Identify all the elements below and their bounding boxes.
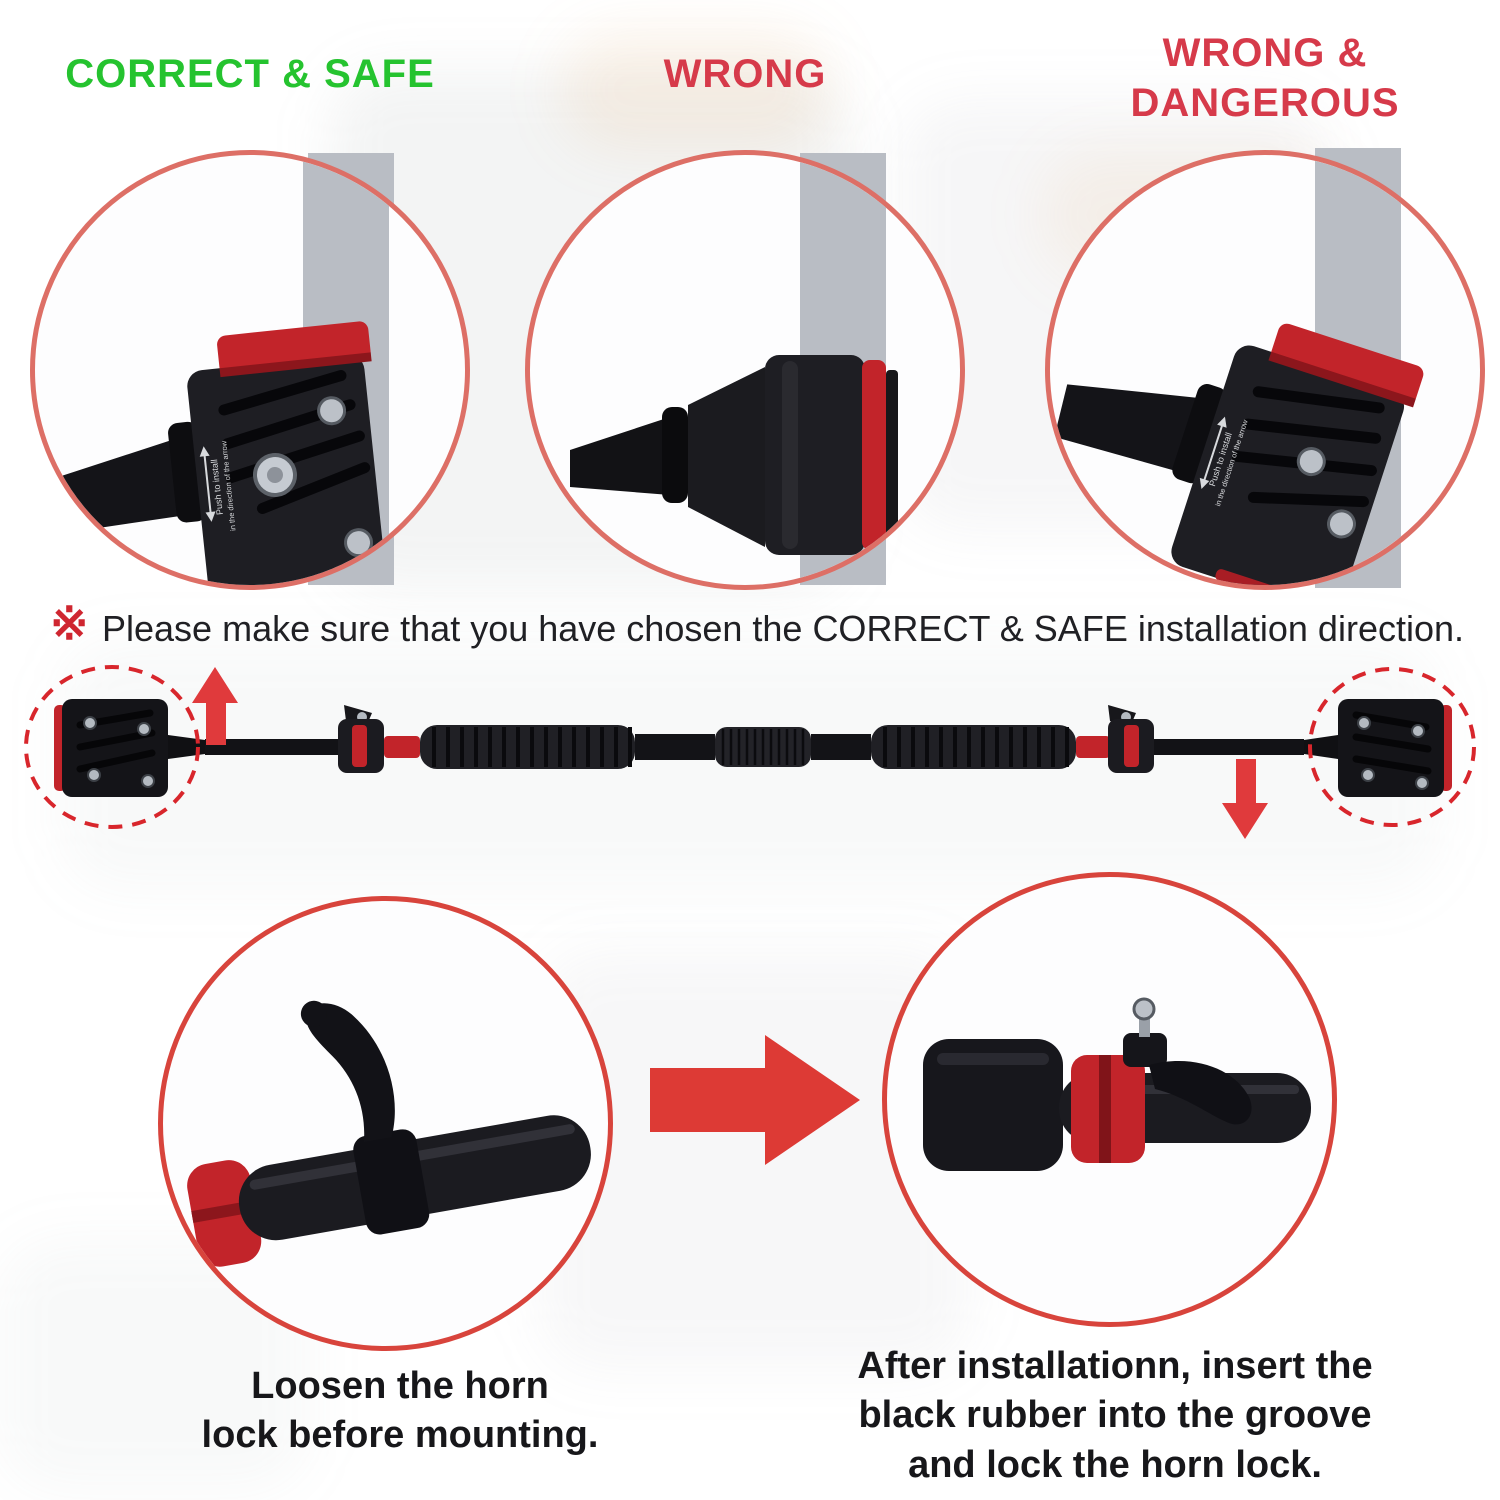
screw-icon [344,528,374,558]
left-horn-lock [338,705,384,773]
down-arrow-icon [1222,759,1268,839]
foam-grip [871,725,1076,769]
pullup-bar-diagram [24,665,1476,839]
caption-right-line2: black rubber into the groove [858,1394,1372,1437]
horn-lock-locked-illustration [923,997,1311,1171]
bracket-body [570,355,898,555]
wrong-install-photo [525,150,965,590]
bar-with-open-lock [187,1000,591,1267]
caption-right-line3: and lock the horn lock. [908,1443,1322,1486]
header-correct-safe: CORRECT & SAFE [65,52,435,96]
installation-note: Please make sure that you have chosen th… [102,608,1465,649]
screw-icon [1415,776,1429,790]
right-arrow-icon [650,1035,860,1165]
horn-lever-open [306,1003,395,1143]
caption-right: After installationn, insert the black ru… [775,1342,1455,1490]
foam-grip [420,725,635,769]
vent-slats [218,370,371,514]
bracket-correct-illustration: Push to install in the direction of the … [46,321,399,585]
bracket-dangerous-illustration: Push to install in the direction of the … [1054,323,1424,585]
caption-right-line1: After installationn, insert the [857,1345,1373,1387]
dangerous-install-photo: Push to install in the direction of the … [1045,150,1485,590]
screw-icon [87,768,101,782]
header-wrong-dangerous-line1: WRONG & [1162,31,1368,75]
screw-icon [1326,509,1356,539]
right-horn-lock [1108,705,1154,773]
screw-icon [1296,447,1326,477]
header-wrong: WRONG [663,52,827,96]
horn-lever-locked [1149,1060,1252,1125]
screw-icon [1132,997,1156,1021]
screw-icon [83,716,97,730]
screw-icon [1411,724,1425,738]
right-end-bracket [1338,699,1452,797]
caption-left: Loosen the horn lock before mounting. [110,1362,690,1461]
dashed-highlight-right [1308,667,1476,827]
horn-lock-open-photo [158,896,613,1351]
clamp-band [1123,1033,1167,1067]
direction-arrow-mark [203,454,212,515]
header-wrong-dangerous-line2: DANGEROUS [1130,81,1400,125]
bracket-wrong-illustration [570,355,898,555]
up-arrow-icon [192,667,238,745]
screw-icon [317,396,347,426]
vent-slats [1231,386,1385,508]
left-end-bracket [54,699,168,797]
direction-arrow-mark [1202,423,1224,482]
caption-left-line1: Loosen the horn [251,1365,549,1407]
clamp-band [353,1129,430,1235]
horn-lock-open-illustration [187,1000,591,1267]
bar-with-locked-lock [923,997,1311,1171]
caption-left-line2: lock before mounting. [201,1414,599,1457]
reference-mark-icon: ※ [50,597,89,649]
correct-install-photo: Push to install in the direction of the … [30,150,470,590]
screw-icon [1361,768,1375,782]
screw-icon [141,774,155,788]
bracket-body: Push to install in the direction of the … [46,321,399,585]
outer-tube [923,1039,1063,1171]
screw-icon [1357,716,1371,730]
background-blob [560,30,830,150]
header-wrong-dangerous: WRONG & DANGEROUS [1040,28,1490,128]
bracket-body: Push to install in the direction of the … [1054,323,1424,585]
dashed-highlight-left [24,665,200,829]
screw-icon [137,722,151,736]
horn-lock-locked-photo [882,872,1337,1327]
